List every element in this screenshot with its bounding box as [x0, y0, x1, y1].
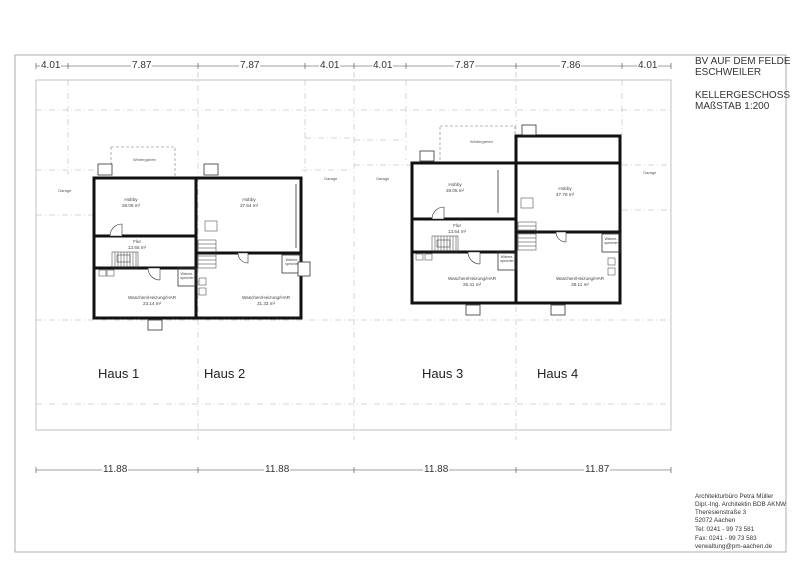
room-area: 25.41 m² — [462, 281, 482, 287]
room-waermespeicher-2: Wärme-speicher — [285, 258, 299, 267]
room-name: Hobby — [558, 186, 572, 191]
room-waschen-1: Waschen/Heizung/HAR 23.14 m² — [128, 295, 176, 306]
room-hobby-4: Hobby 47.78 m² — [556, 186, 574, 197]
room-name: Hobby — [124, 197, 138, 202]
dim-top-7: 7.86 — [560, 60, 582, 71]
room-waermespeicher-3: Wärme-speicher — [500, 255, 514, 264]
fixtures — [98, 197, 616, 296]
drawing-frame — [14, 54, 787, 553]
window-wells — [97, 124, 566, 331]
room-hobby-2: Hobby 37.64 m² — [240, 197, 258, 208]
room-area: 13.64 m² — [448, 228, 467, 234]
inner-walls — [177, 170, 621, 287]
house-label-4: Haus 4 — [537, 366, 579, 381]
garage-label-4: Garage — [643, 170, 657, 175]
dim-top-3: 7.87 — [239, 60, 261, 71]
project-title: BV AUF DEM FELDE — [695, 56, 791, 67]
room-waermespeicher-4: Wärme-speicher — [604, 237, 618, 246]
room-name: Waschen/Heizung/HAR — [448, 276, 497, 281]
dim-bottom-2: 11.88 — [264, 464, 291, 475]
house-label-3: Haus 3 — [422, 366, 464, 381]
room-waschen-2: Waschen/Heizung/HAR 31.33 m² — [242, 295, 290, 306]
dim-top-8: 4.01 — [637, 60, 659, 71]
site-outline — [35, 79, 672, 431]
dim-bottom-4: 11.87 — [584, 464, 611, 475]
garage-label-3: Garage — [376, 176, 390, 181]
office-fax: Fax: 0241 - 99 73 583 — [695, 535, 757, 542]
dim-bottom-1: 11.88 — [102, 464, 129, 475]
room-flur-1: Flur 13.65 m² — [128, 239, 146, 250]
room-area: 47.78 m² — [556, 191, 575, 197]
dim-bottom-3: 11.88 — [423, 464, 450, 475]
scale-label: MAßSTAB 1:200 — [695, 101, 770, 112]
wintergarten-label-1: Wintergarten — [133, 157, 156, 162]
room-area: 28.05 m² — [122, 202, 141, 208]
wintergarten-outlines — [110, 125, 516, 178]
house-label-2: Haus 2 — [204, 366, 246, 381]
room-name: Waschen/Heizung/HAR — [128, 295, 177, 300]
office-phone: Tel: 0241 - 99 73 581 — [695, 526, 755, 533]
room-area: 31.33 m² — [256, 300, 276, 306]
room-hobby-1: Hobby 28.05 m² — [122, 197, 140, 208]
room-name: Hobby — [242, 197, 256, 202]
room-waschen-3: Waschen/Heizung/HAR 25.41 m² — [448, 276, 496, 287]
room-area: 37.64 m² — [240, 202, 259, 208]
garage-label-2: Garage — [324, 176, 338, 181]
door-swings — [109, 206, 567, 281]
room-area: 38.11 m² — [571, 281, 589, 287]
wintergarten-label-2: Wintergarten — [470, 139, 493, 144]
room-waschen-4: Waschen/Heizung/HAR 38.11 m² — [556, 276, 604, 287]
grid-lines — [36, 72, 671, 440]
room-hobby-3: Hobby 28.05 m² — [446, 182, 464, 193]
dim-top-4: 4.01 — [319, 60, 341, 71]
room-name: Waschen/Heizung/HAR — [556, 276, 605, 281]
floor-title: KELLERGESCHOSS — [695, 90, 791, 101]
building-walls — [92, 134, 622, 320]
room-area: 13.65 m² — [128, 244, 147, 250]
office-city: 52072 Aachen — [695, 517, 736, 524]
office-email: verwaltung@pm-aachen.de — [695, 543, 773, 550]
dim-top-2: 7.87 — [131, 60, 153, 71]
dim-top-5: 4.01 — [372, 60, 394, 71]
bottom-dimension-chain — [35, 467, 672, 473]
house-label-1: Haus 1 — [98, 366, 140, 381]
room-name: Flur — [453, 223, 462, 228]
room-waermespeicher-1: Wärme-speicher — [180, 272, 194, 281]
room-area: 23.14 m² — [142, 300, 162, 306]
room-name: Hobby — [448, 182, 462, 187]
office-name: Architekturbüro Petra Müller — [695, 493, 774, 500]
room-name: Flur — [133, 239, 142, 244]
dim-top-6: 7.87 — [454, 60, 476, 71]
dim-top-1: 4.01 — [40, 60, 62, 71]
project-location: ESCHWEILER — [695, 67, 762, 78]
room-flur-3: Flur 13.64 m² — [448, 223, 466, 234]
garage-label-1: Garage — [58, 188, 72, 193]
room-area: 28.05 m² — [446, 187, 465, 193]
room-name: Waschen/Heizung/HAR — [242, 295, 291, 300]
office-title: Dipl.-Ing. Architektin BDB AKNW — [695, 501, 786, 508]
office-street: Theresienstraße 3 — [695, 509, 747, 516]
